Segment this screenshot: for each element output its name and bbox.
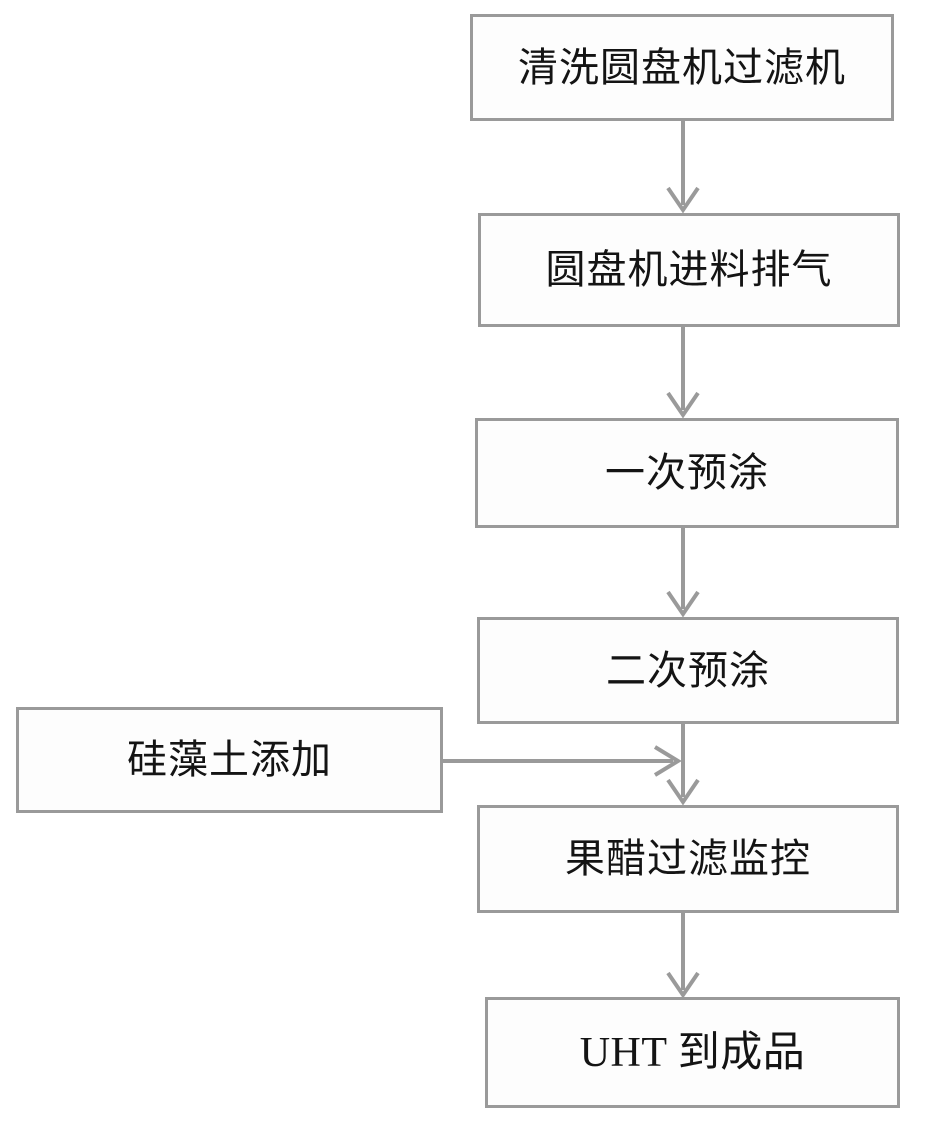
- node-label: 圆盘机进料排气: [545, 248, 833, 292]
- node-diatomite-addition[interactable]: 硅藻土添加: [16, 707, 443, 813]
- arrowhead-diatomite-to-monitor: [653, 745, 682, 777]
- node-label: 硅藻土添加: [127, 738, 332, 782]
- node-first-precoat[interactable]: 一次预涂: [475, 418, 899, 528]
- arrowhead-feed-to-precoat1: [666, 391, 700, 419]
- node-label: 清洗圆盘机过滤机: [518, 45, 846, 90]
- arrowhead-precoat2-to-monitor: [666, 778, 700, 806]
- node-label: UHT 到成品: [579, 1029, 806, 1076]
- node-label: 果醋过滤监控: [565, 837, 811, 881]
- node-fruit-vinegar-filtration-monitoring[interactable]: 果醋过滤监控: [477, 805, 899, 913]
- node-disc-machine-feed-exhaust[interactable]: 圆盘机进料排气: [478, 213, 900, 327]
- arrowhead-clean-to-feed: [666, 186, 700, 214]
- node-label: 一次预涂: [605, 451, 769, 495]
- node-uht-to-finished-product[interactable]: UHT 到成品: [485, 997, 900, 1108]
- arrowhead-monitor-to-uht: [666, 971, 700, 999]
- node-second-precoat[interactable]: 二次预涂: [477, 617, 899, 724]
- node-clean-disc-filter[interactable]: 清洗圆盘机过滤机: [470, 14, 894, 121]
- node-label: 二次预涂: [606, 648, 770, 693]
- arrowhead-precoat1-to-precoat2: [666, 590, 700, 618]
